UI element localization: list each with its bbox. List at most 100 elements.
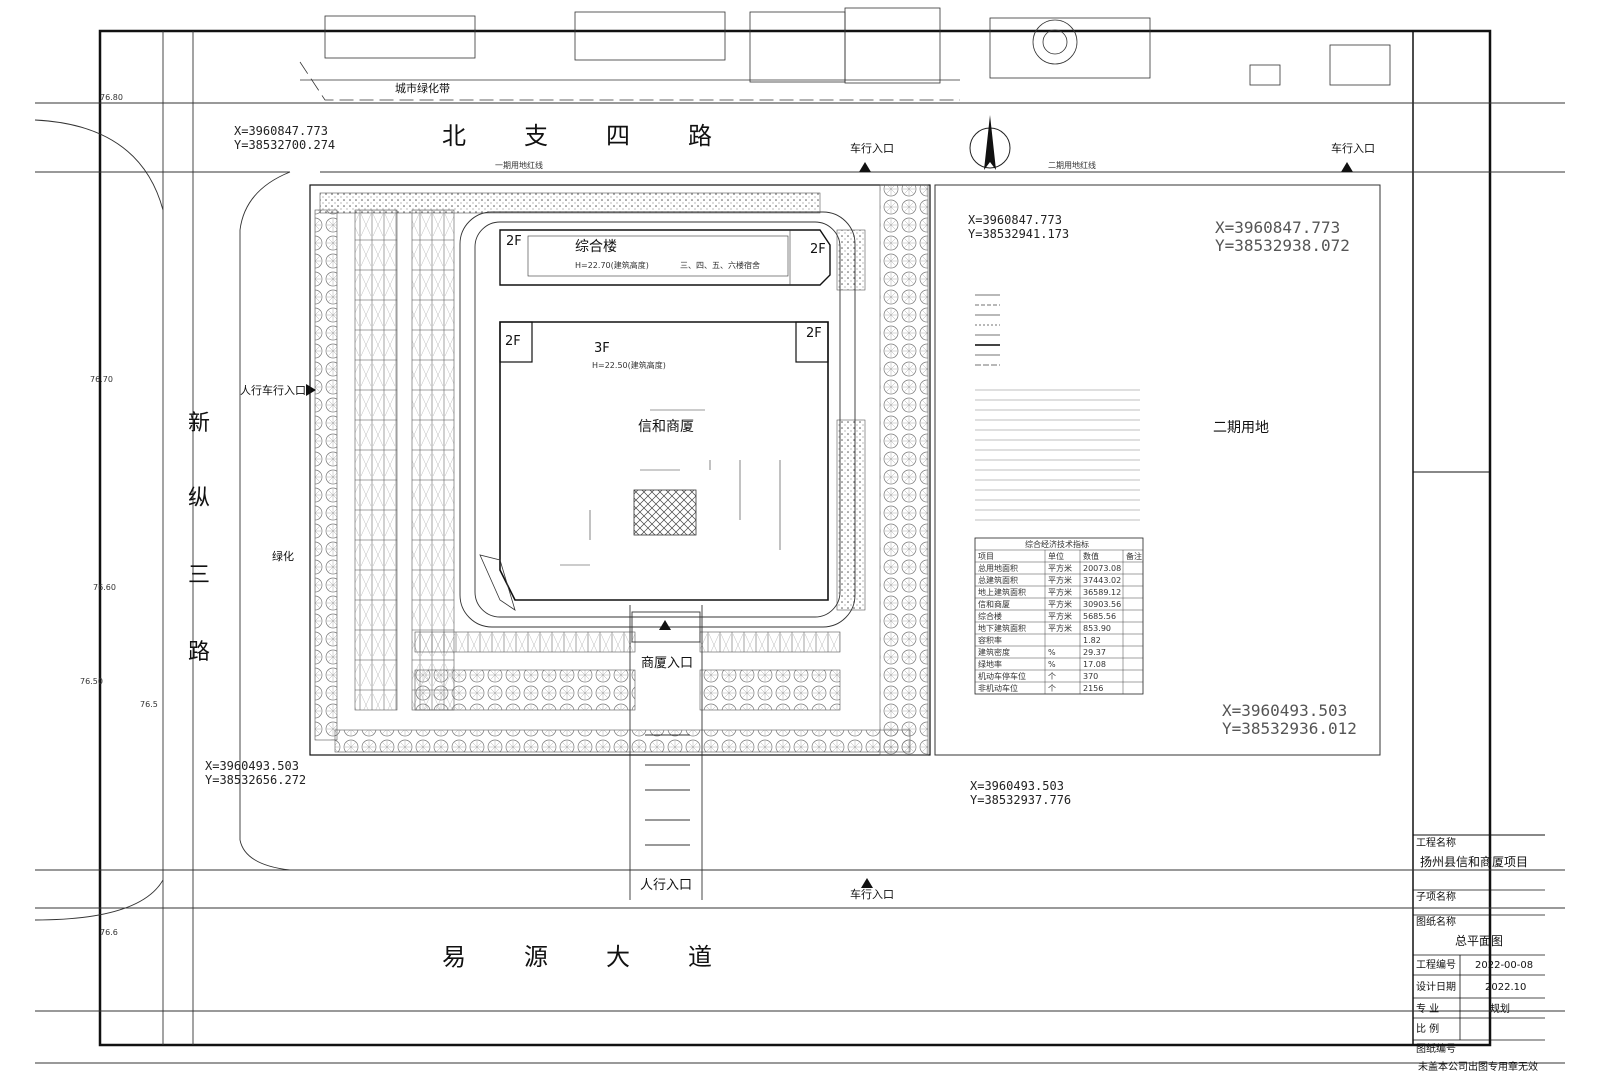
coord-mid-n-y: Y=38532941.173 [968, 227, 1069, 241]
tb-discipline-label: 专 业 [1416, 1002, 1439, 1015]
table-header: 项目 [978, 552, 994, 561]
coord-nw-x: X=3960847.773 [234, 124, 328, 138]
table-cell: 总用地面积 [978, 563, 1018, 573]
city-green-label: 城市绿化带 [395, 81, 450, 95]
table-cell: 综合楼 [978, 611, 1002, 621]
title-block [1413, 889, 1545, 1041]
elev-6: 76.6 [100, 928, 118, 937]
tb-date-label: 设计日期 [1416, 980, 1456, 993]
phase2-land-label: 二期用地 [1213, 420, 1269, 436]
elev-1: 76.80 [100, 93, 123, 102]
coord-se-y: Y=38532936.012 [1222, 719, 1357, 738]
table-cell: 个 [1048, 672, 1056, 681]
table-cell: 信和商厦 [978, 599, 1010, 609]
tb-date: 2022.10 [1485, 982, 1526, 993]
south-entrance-path [629, 605, 703, 900]
table-cell: 2156 [1083, 684, 1103, 693]
table-cell: 地下建筑面积 [978, 623, 1026, 633]
vehicle-entrance-n1: 车行入口 [850, 141, 894, 155]
table-cell: 29.37 [1083, 648, 1106, 657]
table-cell: 总建筑面积 [978, 575, 1018, 585]
mall-entrance-label: 商厦入口 [641, 656, 693, 671]
tb-project-label: 工程名称 [1416, 836, 1456, 849]
tb-subitem-label: 子项名称 [1416, 890, 1456, 903]
tb-scale-label: 比 例 [1416, 1022, 1439, 1035]
table-header: 数值 [1083, 551, 1099, 561]
table-header: 备注 [1126, 551, 1142, 561]
coord-sw-y: Y=38532656.272 [205, 773, 306, 787]
elev-4: 76.50 [80, 677, 103, 686]
vehicle-entrance-n2: 车行入口 [1331, 141, 1375, 155]
road-north: 北 支 四 路 [442, 122, 712, 150]
mall-floors-right: 2F [806, 326, 822, 341]
table-cell: 370 [1083, 672, 1098, 681]
tb-project: 扬州县信和商厦项目 [1420, 854, 1528, 869]
coord-nw-y: Y=38532700.274 [234, 138, 335, 152]
tb-number-label: 工程编号 [1416, 958, 1456, 971]
table-cell: 地上建筑面积 [978, 587, 1026, 597]
table-cell: 36589.12 [1083, 588, 1121, 597]
green-label: 绿化 [272, 549, 294, 563]
road-south: 易 源 大 道 [442, 943, 712, 971]
tb-number: 2022-00-08 [1475, 960, 1533, 971]
setback-line-2: 二期用地红线 [1048, 160, 1096, 170]
internal-road [459, 211, 856, 628]
road-lines [34, 31, 1565, 1064]
tb-drawing: 总平面图 [1455, 934, 1503, 948]
mall-floors-left: 2F [505, 334, 521, 349]
table-cell: 建筑密度 [978, 647, 1010, 657]
table-cell: 绿地率 [978, 659, 1002, 669]
table-cell: 平方米 [1048, 587, 1072, 597]
table-cell: 非机动车位 [978, 683, 1018, 693]
mall-height: H=22.50(建筑高度) [592, 360, 666, 370]
phase1-boundary [309, 184, 931, 756]
table-cell: 37443.02 [1083, 576, 1121, 585]
coord-mid-s-y: Y=38532937.776 [970, 793, 1071, 807]
elev-3: 76.60 [93, 583, 116, 592]
table-cell: 平方米 [1048, 599, 1072, 609]
road-west-2: 纵 [188, 486, 210, 511]
table-frame [974, 537, 1144, 695]
landscape-areas [314, 184, 929, 756]
table-title: 综合经济技术指标 [1025, 539, 1089, 549]
table-cell: 1.82 [1083, 636, 1101, 645]
table-cell: 个 [1048, 684, 1056, 693]
table-cell: 30903.56 [1083, 600, 1121, 609]
road-west-3: 三 [188, 563, 210, 588]
table-cell: 平方米 [1048, 611, 1072, 621]
complex-floors-right: 2F [810, 242, 826, 257]
complex-building [499, 229, 831, 286]
table-cell: % [1048, 660, 1056, 669]
coord-ne-y: Y=38532938.072 [1215, 236, 1350, 255]
elev-2: 76.70 [90, 375, 113, 384]
coord-sw-x: X=3960493.503 [205, 759, 299, 773]
table-cell: 5685.56 [1083, 612, 1116, 621]
table-cell: 平方米 [1048, 623, 1072, 633]
table-cell: 平方米 [1048, 563, 1072, 573]
table-cell: 机动车停车位 [978, 671, 1026, 681]
drawing-frame [98, 29, 1492, 1047]
coord-ne-x: X=3960847.773 [1215, 218, 1340, 237]
setback-line-1: 一期用地红线 [495, 160, 543, 170]
elev-5: 76.5 [140, 700, 158, 709]
table-cell: 平方米 [1048, 575, 1072, 585]
table-cell: 17.08 [1083, 660, 1106, 669]
complex-height: H=22.70(建筑高度) [575, 260, 649, 270]
tb-discipline: 规划 [1490, 1002, 1510, 1015]
mall-name: 信和商厦 [638, 419, 694, 435]
tb-drawing-label: 图纸名称 [1416, 915, 1456, 928]
north-adjacent-buildings [299, 7, 1391, 101]
road-west-1: 新 [188, 411, 210, 436]
table-cell: 853.90 [1083, 624, 1111, 633]
phase2-boundary [934, 184, 1381, 756]
mall-floors: 3F [594, 341, 610, 356]
complex-sub: 三、四、五、六楼宿舍 [680, 260, 760, 270]
complex-name: 综合楼 [575, 239, 617, 255]
tb-footer: 未盖本公司出图专用章无效 [1418, 1060, 1538, 1073]
table-cell: % [1048, 648, 1056, 657]
ped-entrance-label: 人行入口 [640, 878, 692, 893]
ped-vehicle-entrance-label: 人行车行入口 [240, 383, 306, 397]
table-cell: 容积率 [978, 635, 1002, 645]
